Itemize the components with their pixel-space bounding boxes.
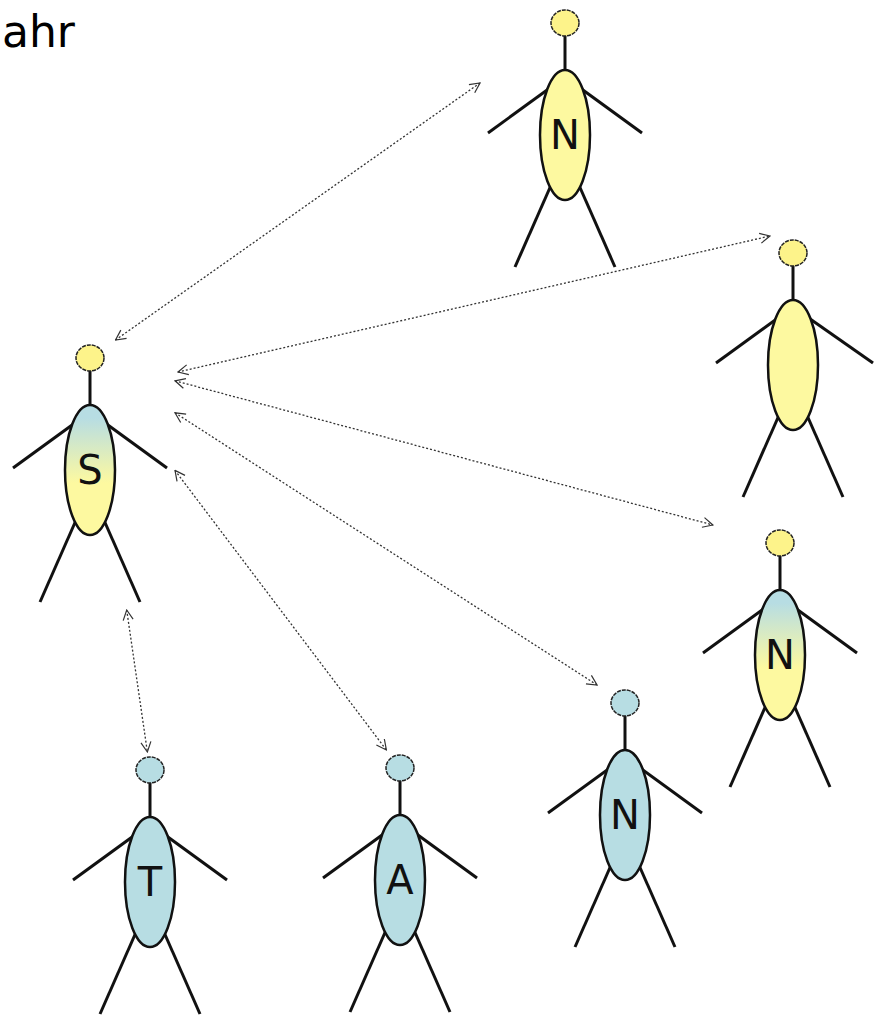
figure-letter: S (5, 446, 175, 494)
stick-figure: A (315, 750, 485, 1020)
figure-letter: A (315, 856, 485, 904)
stick-figure: N (695, 525, 865, 795)
arrow-line (175, 470, 386, 750)
figure-letter: N (480, 111, 650, 159)
arrow-line (116, 83, 480, 340)
arrow-line (175, 381, 713, 525)
figure-letter: T (65, 858, 235, 906)
stick-figure (716, 240, 873, 497)
figure-letter: N (695, 631, 865, 679)
stick-figure: N (540, 685, 710, 955)
stick-figure: S (5, 340, 175, 610)
arrow-line (175, 413, 597, 685)
arrow-line (178, 236, 770, 372)
title-fragment: ahr (2, 6, 75, 57)
arrow-line (127, 610, 148, 752)
figure-letter: N (540, 791, 710, 839)
stick-figure: N (480, 5, 650, 275)
stick-figure: T (65, 752, 235, 1022)
